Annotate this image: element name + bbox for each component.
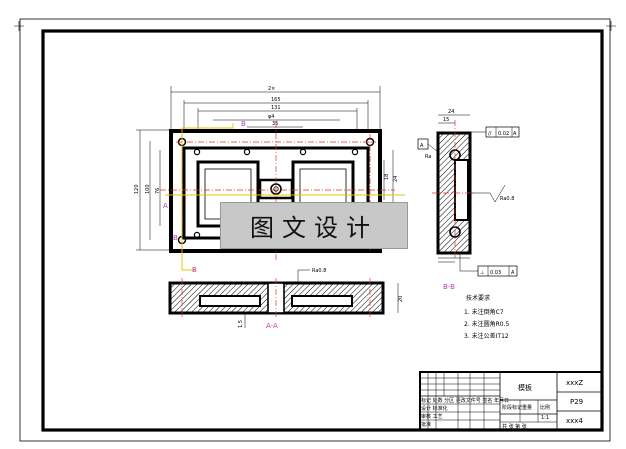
- svg-text:B: B: [173, 234, 178, 242]
- svg-text:Ra: Ra: [425, 154, 431, 160]
- tb-weight-label: 重量: [522, 404, 532, 411]
- dim-width-35: 35: [272, 121, 278, 127]
- tb-sheet-row: 共 张 第 张: [502, 423, 527, 430]
- notes-line-1: 1. 未注倒角C7: [464, 308, 504, 316]
- technical-notes: 技术要求 1. 未注倒角C7 2. 未注圆角R0.5 3. 未注公差IT12: [464, 294, 510, 340]
- dim-section-height: 20: [398, 296, 404, 302]
- side-dim-15: 15: [443, 117, 449, 123]
- dim-overall-width: 2×: [268, 86, 275, 92]
- tb-code-bot: xxx4: [566, 417, 583, 425]
- side-dim-24: 24: [448, 109, 454, 115]
- tb-design-row: 设计 标准化: [421, 405, 448, 412]
- inner-border: [41, 29, 604, 432]
- tb-revision-row: 标记 处数 分区 更改文件号 签名 年月日: [421, 397, 509, 404]
- watermark-text: 图文设计: [250, 214, 378, 242]
- title-block-frame: [419, 371, 603, 431]
- perp-datum: A: [511, 270, 515, 276]
- tb-code-mid: P29: [570, 398, 583, 406]
- watermark-banner: 图文设计: [220, 202, 408, 249]
- tb-code-top: xxxZ: [566, 379, 583, 387]
- tb-scale-label: 比例: [540, 404, 550, 411]
- tb-approve-row: 批准: [421, 421, 431, 428]
- notes-line-2: 2. 未注圆角R0.5: [464, 320, 510, 328]
- tb-scale-value: 1:1: [541, 415, 549, 421]
- parallel-value: 0.02: [498, 131, 509, 137]
- perp-symbol: ⊥: [480, 270, 484, 276]
- parallel-datum: A: [513, 131, 517, 137]
- notes-line-3: 3. 未注公差IT12: [464, 332, 509, 340]
- dim-height-76: 76: [155, 188, 161, 194]
- section-label-a: A: [163, 202, 168, 210]
- dim-height-24: 24: [393, 176, 399, 182]
- parallel-symbol: //: [488, 131, 492, 137]
- dim-height-100: 100: [145, 184, 151, 194]
- section-bb-view: 24 15 // 0.02 A A Ra ⊥ 0.03 A Ra0.8 B-B: [417, 109, 520, 291]
- section-aa-view: Ra0.8 20 1.5 A-A: [168, 268, 404, 330]
- tb-stage-label: 阶段标记: [502, 404, 522, 411]
- tb-check-row: 审核 工艺: [421, 413, 443, 420]
- plate-outline: [169, 129, 382, 253]
- datum-a-label: A: [420, 143, 424, 149]
- corner-marks: [14, 21, 616, 31]
- dim-width-165: 165: [271, 97, 281, 103]
- section-line-b: [181, 123, 234, 271]
- roughness-aa: Ra0.8: [312, 268, 326, 274]
- tb-part-name: 模板: [518, 383, 532, 392]
- section-bb-label: B-B: [443, 283, 455, 291]
- perp-value: 0.03: [490, 270, 501, 276]
- section-label-b-bottom: B: [192, 266, 197, 274]
- outer-border: [19, 18, 611, 442]
- section-label-b-top: B: [241, 120, 246, 128]
- roughness-bb: Ra0.8: [500, 196, 514, 202]
- title-block: 标记 处数 分区 更改文件号 签名 年月日 设计 标准化 审核 工艺 批准 模板…: [419, 371, 603, 431]
- section-aa-label: A-A: [266, 322, 278, 330]
- notes-title: 技术要求: [466, 294, 490, 302]
- dim-width-131: 131: [271, 105, 281, 111]
- dim-height-18: 18: [384, 174, 390, 180]
- dim-section-1-5: 1.5: [238, 320, 244, 328]
- dim-height-120: 120: [134, 184, 140, 194]
- dim-width-b: φ4: [268, 114, 274, 120]
